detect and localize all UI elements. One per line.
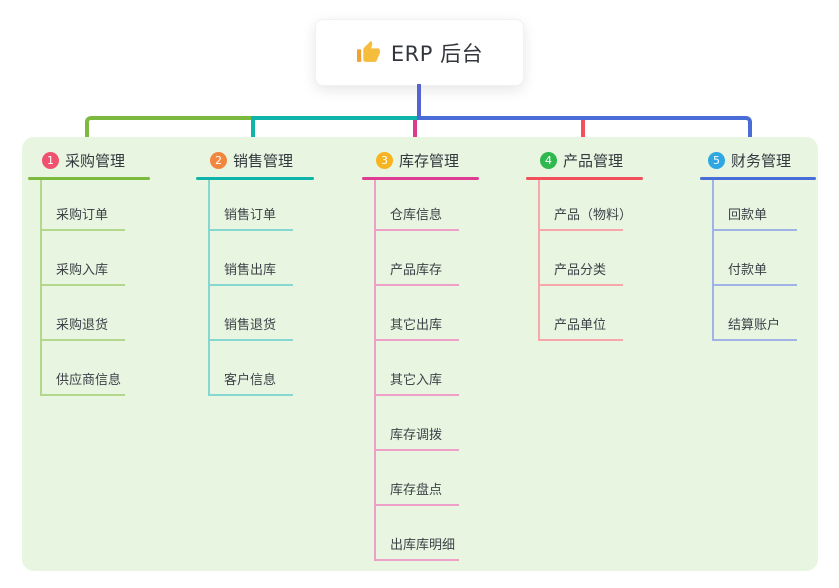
branch-underline: [362, 177, 479, 180]
root-node[interactable]: ERP 后台: [315, 19, 524, 86]
branch-underline: [28, 177, 150, 180]
child-underline: [40, 284, 125, 286]
child-node[interactable]: 产品（物料）: [554, 208, 633, 223]
branch-number-badge: 5: [708, 152, 725, 169]
child-underline: [374, 339, 459, 341]
child-node[interactable]: 回款单: [728, 208, 768, 223]
branch-inventory: 3 库存管理 仓库信息 产品库存 其它出库 其它入库 库存调拨 库存盘点 出库库…: [362, 150, 479, 565]
child-underline: [538, 229, 623, 231]
child-underline: [538, 339, 623, 341]
branch-procurement: 1 采购管理 采购订单 采购入库 采购退货 供应商信息: [28, 150, 150, 400]
branch-number-badge: 3: [376, 152, 393, 169]
child-node[interactable]: 产品分类: [554, 263, 607, 278]
branch-child-spine: [374, 180, 376, 561]
branch-finance: 5 财务管理 回款单 付款单 结算账户: [700, 150, 816, 345]
child-underline: [374, 504, 459, 506]
child-node[interactable]: 其它出库: [390, 318, 443, 333]
child-underline: [374, 229, 459, 231]
branch-number-badge: 1: [42, 152, 59, 169]
root-label: ERP 后台: [390, 41, 484, 66]
child-node[interactable]: 付款单: [728, 263, 768, 278]
branch-child-spine: [538, 180, 540, 341]
branch-title: 采购管理: [65, 152, 126, 170]
branch-underline: [526, 177, 643, 180]
child-node[interactable]: 供应商信息: [56, 373, 122, 388]
child-underline: [374, 449, 459, 451]
child-underline: [538, 284, 623, 286]
child-underline: [712, 339, 797, 341]
child-node[interactable]: 库存盘点: [390, 483, 443, 498]
connector-branch2-drop: [251, 116, 255, 152]
child-underline: [374, 394, 459, 396]
connector-branch4-drop: [581, 120, 585, 151]
child-underline: [374, 559, 459, 561]
child-node[interactable]: 其它入库: [390, 373, 443, 388]
branches-panel: [22, 137, 818, 571]
child-underline: [374, 284, 459, 286]
child-underline: [208, 229, 293, 231]
connector-branch3-drop: [413, 120, 417, 152]
branch-child-spine: [712, 180, 714, 341]
branch-number-badge: 2: [210, 152, 227, 169]
branch-title: 财务管理: [731, 152, 792, 170]
child-underline: [40, 339, 125, 341]
thumbs-up-icon: [356, 40, 381, 65]
connector-branch1: [85, 116, 255, 152]
child-node[interactable]: 产品单位: [554, 318, 607, 333]
branch-number-badge: 4: [540, 152, 557, 169]
child-underline: [40, 394, 125, 396]
child-underline: [40, 229, 125, 231]
child-node[interactable]: 销售订单: [224, 208, 277, 223]
branch-title: 销售管理: [233, 152, 294, 170]
child-node[interactable]: 采购退货: [56, 318, 109, 333]
child-node[interactable]: 客户信息: [224, 373, 277, 388]
branch-title: 库存管理: [399, 152, 460, 170]
branch-sales: 2 销售管理 销售订单 销售出库 销售退货 客户信息: [196, 150, 314, 400]
child-node[interactable]: 仓库信息: [390, 208, 443, 223]
child-node[interactable]: 采购订单: [56, 208, 109, 223]
child-node[interactable]: 出库库明细: [390, 538, 456, 553]
child-node[interactable]: 结算账户: [728, 318, 781, 333]
branch-child-spine: [208, 180, 210, 396]
branch-child-spine: [40, 180, 42, 396]
child-node[interactable]: 采购入库: [56, 263, 109, 278]
child-node[interactable]: 产品库存: [390, 263, 443, 278]
connector-root-drop: [417, 84, 421, 118]
connector-branch2-horizontal: [253, 116, 419, 120]
child-underline: [712, 229, 797, 231]
branch-underline: [196, 177, 314, 180]
child-node[interactable]: 销售出库: [224, 263, 277, 278]
child-underline: [208, 284, 293, 286]
branch-title: 产品管理: [563, 152, 624, 170]
child-underline: [208, 339, 293, 341]
branch-product: 4 产品管理 产品（物料） 产品分类 产品单位: [526, 150, 643, 345]
connector-branch5: [417, 116, 752, 152]
child-node[interactable]: 销售退货: [224, 318, 277, 333]
child-node[interactable]: 库存调拨: [390, 428, 443, 443]
child-underline: [712, 284, 797, 286]
branch-underline: [700, 177, 816, 180]
child-underline: [208, 394, 293, 396]
